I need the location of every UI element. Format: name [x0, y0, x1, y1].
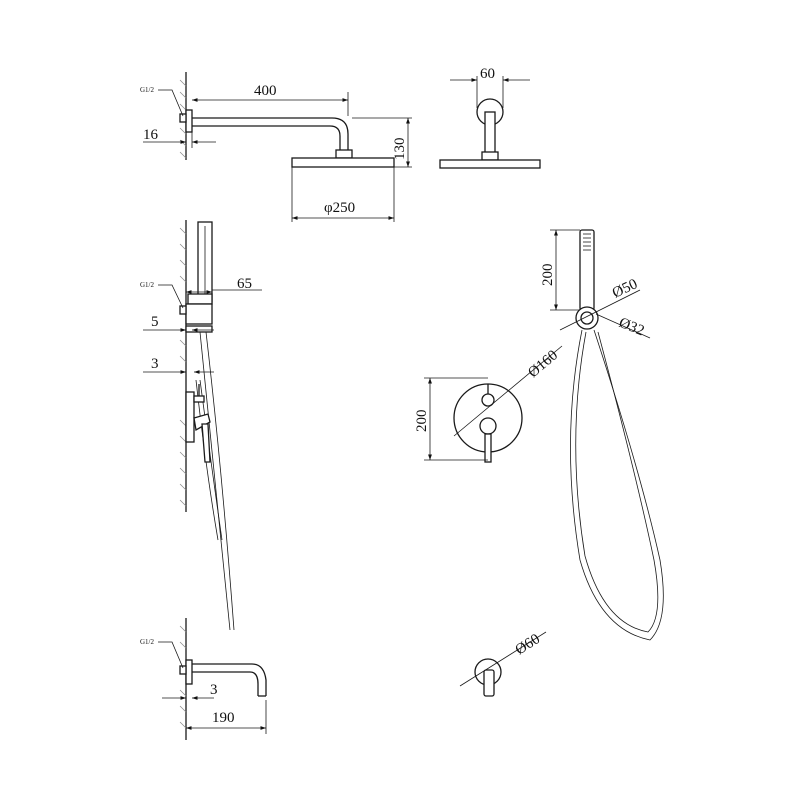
- shower-head-side: [291, 157, 395, 168]
- hose-loop-outer: [570, 329, 664, 641]
- dim-60-outlet: Ø60: [513, 631, 543, 658]
- thread-label-top: G1/2: [140, 86, 155, 94]
- thread-stub-middle: [179, 305, 187, 315]
- front-connector: [481, 151, 499, 161]
- thread-stub: [179, 113, 187, 123]
- holder-bracket: [187, 293, 213, 305]
- outlet-spout: [483, 669, 495, 697]
- spout-inner: [192, 671, 259, 696]
- shower-arm-front-view: 60: [439, 66, 541, 169]
- spray-holes: [583, 233, 591, 251]
- dim-3-spout: 3: [210, 682, 218, 698]
- dim-60: 60: [480, 66, 495, 82]
- wall-hatching-middle: [179, 227, 187, 507]
- hand-shower-front-view: 200 Ø50 Ø32: [540, 229, 664, 641]
- thread-leader-top: [158, 89, 184, 117]
- dim-190: 190: [212, 710, 235, 726]
- valve-plate: [185, 391, 195, 443]
- shower-arm-side-view: G1/2 400 16 130 φ250: [140, 72, 412, 222]
- outlet-front-view: Ø60: [459, 631, 547, 697]
- dim-3-valve: 3: [151, 356, 159, 372]
- spout-outer: [192, 663, 267, 696]
- arm-inner: [192, 125, 341, 150]
- thread-label-middle: G1/2: [140, 281, 155, 289]
- dim-32: Ø32: [617, 315, 647, 340]
- dim-16: 16: [143, 127, 159, 143]
- valve-diverter: [193, 395, 205, 403]
- hose-line-2: [205, 331, 235, 631]
- front-arm: [484, 111, 496, 155]
- hose-line-1: [199, 331, 231, 631]
- dim-160: Ø160: [525, 347, 561, 381]
- wall-hatching-bottom: [179, 625, 187, 729]
- valve-lever: [201, 423, 211, 463]
- thread-leader-middle: [158, 284, 184, 309]
- dim-200-hand: 200: [540, 264, 556, 287]
- spout-flange: [185, 659, 193, 685]
- wall-system-side-view: G1/2 65 5 3: [140, 220, 262, 631]
- dim-400: 400: [254, 83, 277, 99]
- hose-loop-inner: [575, 331, 659, 633]
- dim-250: φ250: [324, 200, 355, 216]
- mixer-lever: [484, 433, 492, 463]
- dim-200-mixer: 200: [414, 410, 430, 433]
- arm-outer: [192, 117, 349, 150]
- front-head: [439, 159, 541, 169]
- hose-outlet: [185, 325, 213, 333]
- wall-flange: [185, 109, 193, 133]
- arm-connector: [335, 149, 353, 159]
- thread-label-bottom: G1/2: [140, 638, 155, 646]
- mixer-handle-hub: [479, 417, 497, 435]
- spout-side-view: G1/2 3 190: [140, 618, 267, 740]
- dim-5: 5: [151, 314, 159, 330]
- dim-65: 65: [237, 276, 252, 292]
- holder-base: [185, 303, 213, 325]
- hose-line-4: [199, 379, 223, 541]
- hose-connector-front: [580, 311, 594, 325]
- thread-stub-bottom: [179, 665, 187, 675]
- thread-leader-bottom: [158, 641, 184, 669]
- mixer-front-view: 200 Ø160: [414, 345, 563, 463]
- dim-130: 130: [392, 138, 408, 161]
- valve-lever-base: [193, 413, 211, 432]
